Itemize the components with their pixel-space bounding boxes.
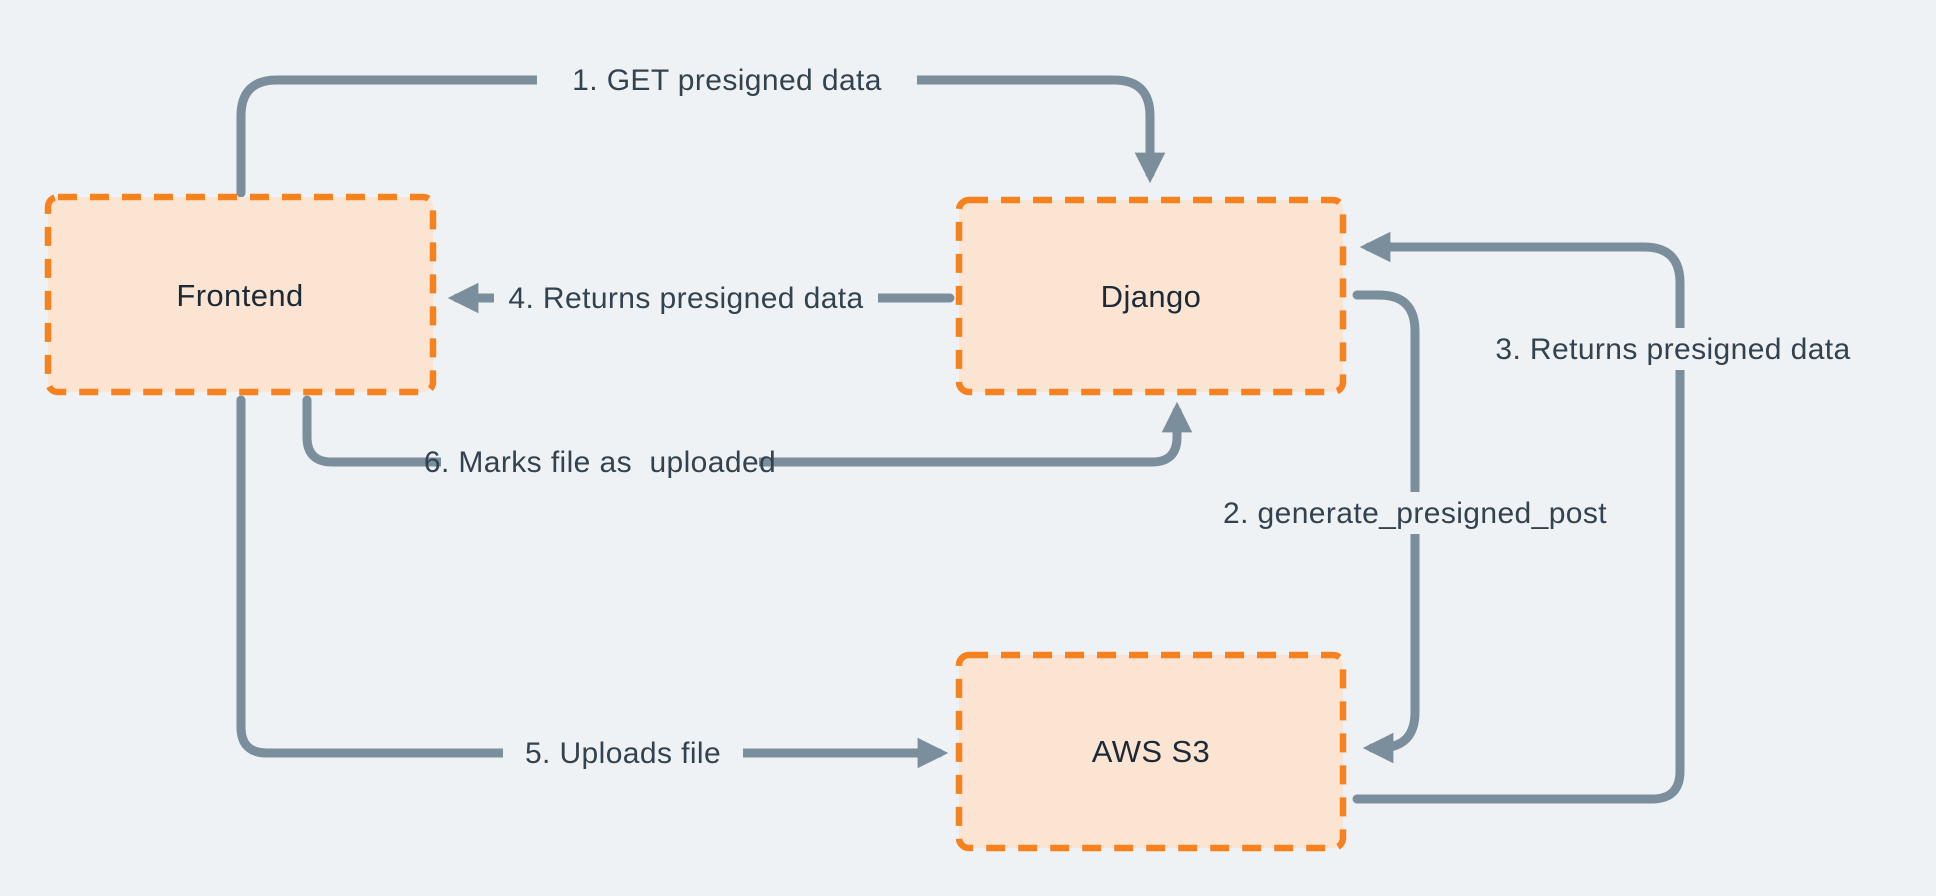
- edge-5-label-bg: [503, 734, 743, 772]
- edge-5-path: [236, 395, 949, 769]
- edge-1-label: 1. GET presigned data: [572, 64, 882, 97]
- aws-s3-node-label: AWS S3: [1092, 734, 1210, 769]
- aws-s3-node: AWS S3: [955, 651, 1347, 852]
- django-node-box: [955, 196, 1347, 396]
- edge-4-label-bg: [494, 279, 878, 317]
- edge-2-label-bg: [1190, 492, 1640, 534]
- edge-4-label: 4. Returns presigned data: [508, 282, 863, 315]
- edge-2-label: 2. generate_presigned_post: [1223, 497, 1607, 530]
- edge-1-label-bg: [537, 61, 917, 99]
- edge-6-label: 6. Marks file as uploaded: [424, 446, 776, 479]
- edge-5-label: 5. Uploads file: [525, 737, 721, 770]
- edge-6-label-bg: [441, 443, 759, 481]
- django-node-label: Django: [1101, 279, 1202, 314]
- frontend-node: Frontend: [44, 193, 437, 396]
- frontend-node-box: [44, 193, 437, 396]
- edge-3-label-bg: [1466, 328, 1880, 370]
- frontend-node-label: Frontend: [176, 278, 303, 313]
- edge-3-label: 3. Returns presigned data: [1495, 333, 1850, 366]
- edge-3-path: [1352, 231, 1685, 804]
- django-node: Django: [955, 196, 1347, 396]
- aws-s3-node-box: [955, 651, 1347, 852]
